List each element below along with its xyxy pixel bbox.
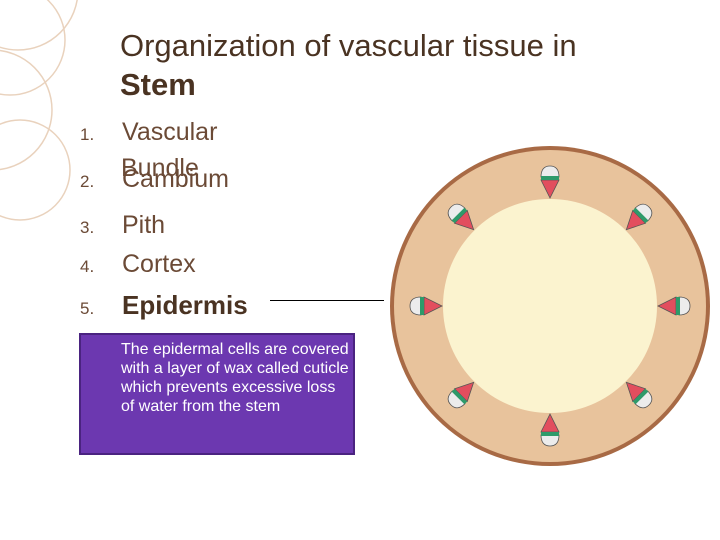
- vascular-bundle: [447, 381, 475, 409]
- list-number: 2.: [80, 172, 95, 191]
- vascular-bundles: [409, 165, 691, 447]
- list-text: Vascular: [122, 118, 218, 146]
- epidermis-pointer-line: [270, 300, 384, 301]
- vascular-bundle: [409, 296, 443, 316]
- title-line-1: Organization of vascular tissue in: [120, 28, 577, 63]
- list-item: 2. Cambium: [80, 165, 229, 199]
- list-item: 3. Pith: [80, 211, 165, 245]
- list-item: 5. Epidermis: [80, 290, 248, 324]
- decorative-circles: [0, 0, 78, 221]
- vascular-bundle: [657, 296, 691, 316]
- list-number: 5.: [80, 299, 95, 318]
- pith: [443, 199, 657, 413]
- list-number: 3.: [80, 218, 95, 237]
- list-text: Cambium: [122, 165, 229, 193]
- vascular-bundle: [625, 203, 653, 231]
- callout-box: [79, 333, 355, 455]
- slide-title: Organization of vascular tissue in Stem: [120, 26, 710, 104]
- list-overflow-text: Bundle: [121, 154, 199, 182]
- title-line-2: Stem: [120, 67, 196, 102]
- vascular-bundle: [447, 203, 475, 231]
- list-item: 4. Cortex: [80, 250, 196, 284]
- vascular-bundle: [540, 165, 560, 199]
- vascular-bundle: [540, 413, 560, 447]
- stem-cross-section: [390, 146, 710, 466]
- list-item: 1. Vascular: [80, 118, 217, 152]
- callout-text: The epidermal cells are covered with a l…: [121, 341, 349, 415]
- list-text: Epidermis: [122, 290, 248, 320]
- vascular-bundle: [625, 381, 653, 409]
- list-text: Cortex: [122, 250, 196, 278]
- list-number: 4.: [80, 257, 95, 276]
- list-number: 1.: [80, 125, 95, 144]
- list-text: Pith: [122, 211, 166, 239]
